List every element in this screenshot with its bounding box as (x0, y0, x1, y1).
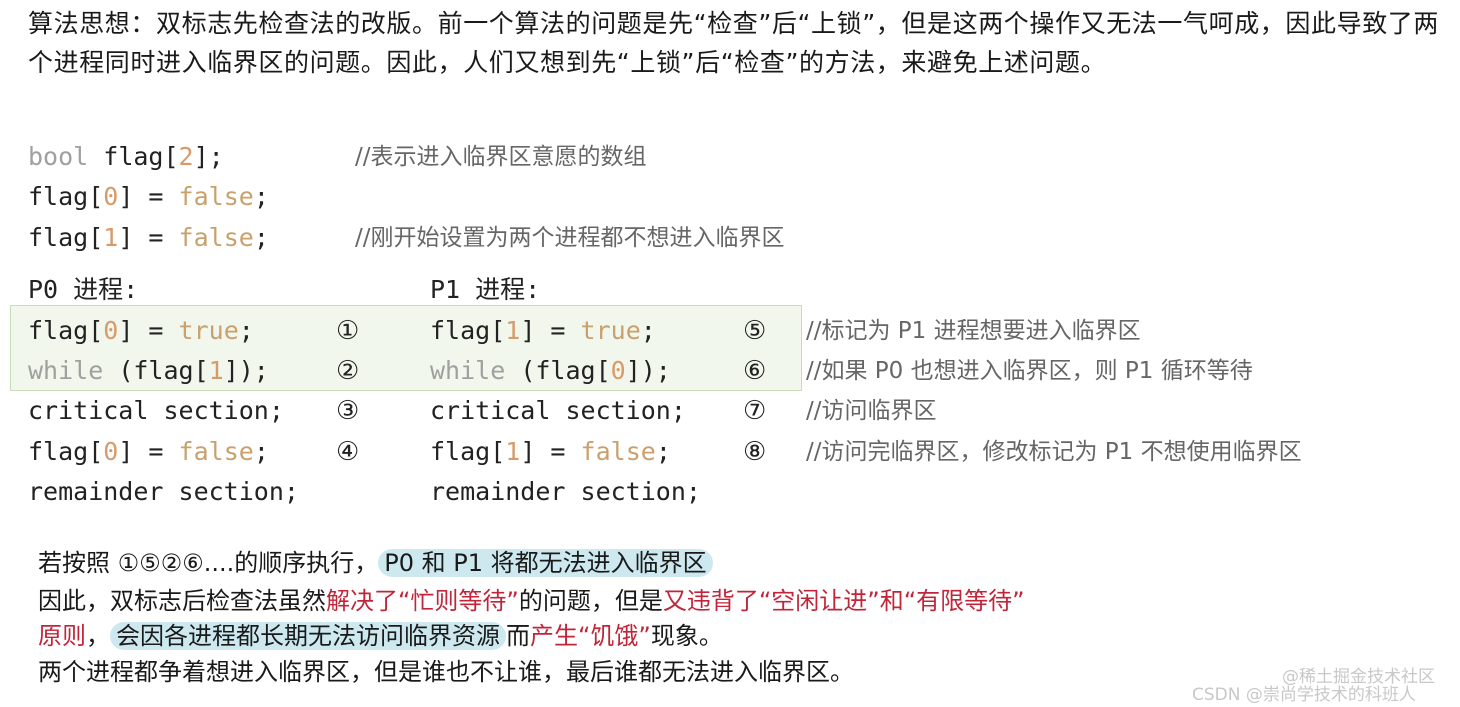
code-token: critical section; (28, 396, 284, 425)
watermark-juejin: @稀土掘金技术社区 (1282, 667, 1435, 687)
code-token: flag[ (430, 316, 506, 345)
highlight-box (10, 305, 802, 391)
step-number: ⑦ (743, 396, 767, 426)
code-token: 0 (103, 437, 119, 466)
code-line: flag[1] = false; (430, 437, 671, 467)
bottom-line-2: 因此，双标志后检查法虽然解决了“忙则等待”的问题，但是又违背了“空闲让进”和“有… (38, 584, 1025, 618)
code-token: while (430, 356, 506, 385)
code-token: (flag[ (505, 356, 611, 385)
code-token: flag[ (430, 437, 506, 466)
code-line: flag[0] = false; (28, 437, 269, 467)
text: 的问题，但是 (518, 587, 663, 615)
code-token: ] = (520, 437, 581, 466)
bottom-line-1: 若按照 ①⑤②⑥....的顺序执行，P0 和 P1 将都无法进入临界区 (38, 546, 713, 580)
code-token: flag[ (88, 142, 179, 171)
code-line: flag[1] = true; (430, 316, 656, 346)
code-token: ]); (223, 356, 269, 385)
code-token: false (178, 223, 254, 252)
code-line: remainder section; (28, 477, 299, 507)
code-token: 1 (208, 356, 224, 385)
code-line: flag[1] = false; (28, 223, 269, 253)
code-token: ] = (118, 182, 179, 211)
code-comment: //如果 P0 也想进入临界区，则 P1 循环等待 (806, 358, 1253, 384)
code-line: while (flag[0]); (430, 356, 671, 386)
code-token: flag[ (28, 316, 104, 345)
code-token: flag[ (28, 182, 104, 211)
code-token: false (178, 182, 254, 211)
bottom-line-3: 原则，会因各进程都长期无法访问临界资源而产生“饥饿”现象。 (38, 619, 723, 653)
code-comment: //表示进入临界区意愿的数组 (355, 144, 647, 170)
code-token: ; (655, 437, 671, 466)
code-token: while (28, 356, 104, 385)
text: 现象。 (650, 622, 723, 650)
code-line: flag[0] = true; (28, 316, 254, 346)
code-token: true (580, 316, 641, 345)
code-line: remainder section; (430, 477, 701, 507)
code-token: ; (253, 437, 269, 466)
code-token: ] = (118, 316, 179, 345)
code-line: flag[0] = false; (28, 182, 269, 212)
code-token: remainder section; (430, 477, 701, 506)
step-number: ④ (336, 437, 360, 467)
text: 因此，双标志后检查法虽然 (38, 587, 326, 615)
code-token: ; (253, 182, 269, 211)
code-token: 1 (505, 316, 521, 345)
code-comment: //标记为 P1 进程想要进入临界区 (806, 318, 1141, 344)
step-number: ③ (336, 396, 360, 426)
highlighted-text: 会因各进程都长期无法访问临界资源 (110, 622, 506, 650)
step-number: ⑤ (743, 316, 767, 346)
code-line: bool flag[2]; (28, 142, 224, 172)
step-number: ① (336, 316, 360, 346)
red-text: 原则 (38, 622, 86, 650)
text: 而 (506, 622, 530, 650)
code-token: 0 (103, 182, 119, 211)
code-token: bool (28, 142, 89, 171)
code-token: 2 (178, 142, 194, 171)
code-line: critical section; (430, 396, 686, 426)
code-token: false (580, 437, 656, 466)
highlighted-text: P0 和 P1 将都无法进入临界区 (378, 549, 713, 577)
code-token: flag[ (28, 437, 104, 466)
code-token: ] = (520, 316, 581, 345)
code-token: ]; (193, 142, 224, 171)
code-token: flag[ (28, 223, 104, 252)
intro-paragraph: 算法思想：双标志先检查法的改版。前一个算法的问题是先“检查”后“上锁”，但是这两… (28, 9, 1440, 77)
code-token: (flag[ (103, 356, 209, 385)
code-token: ] = (118, 437, 179, 466)
text: 若按照 ①⑤②⑥....的顺序执行， (38, 549, 379, 577)
code-token: ] = (118, 223, 179, 252)
code-token: ; (238, 316, 254, 345)
text: ， (86, 622, 110, 650)
bottom-line-4: 两个进程都争着想进入临界区，但是谁也不让谁，最后谁都无法进入临界区。 (38, 658, 854, 686)
code-token: ; (253, 223, 269, 252)
code-token: ]); (625, 356, 671, 385)
step-number: ⑧ (743, 437, 767, 467)
code-token: critical section; (430, 396, 686, 425)
watermark-csdn: CSDN @崇尚学技术的科班人 (1192, 685, 1416, 705)
code-comment: //刚开始设置为两个进程都不想进入临界区 (355, 225, 785, 251)
code-token: ; (640, 316, 656, 345)
p0-label: P0 进程: (28, 275, 139, 304)
code-comment: //访问临界区 (806, 398, 937, 424)
code-line: critical section; (28, 396, 284, 426)
red-text: 解决了“忙则等待” (326, 587, 519, 615)
red-text: 又违背了“空闲让进”和“有限等待” (662, 587, 1025, 615)
code-line: while (flag[1]); (28, 356, 269, 386)
code-token: remainder section; (28, 477, 299, 506)
code-token: 1 (103, 223, 119, 252)
code-token: false (178, 437, 254, 466)
p1-label: P1 进程: (430, 275, 541, 304)
code-token: true (178, 316, 239, 345)
step-number: ⑥ (743, 356, 767, 386)
code-token: 1 (505, 437, 521, 466)
code-token: 0 (103, 316, 119, 345)
code-comment: //访问完临界区，修改标记为 P1 不想使用临界区 (806, 439, 1302, 465)
code-token: 0 (610, 356, 626, 385)
step-number: ② (336, 356, 360, 386)
red-text: 产生“饥饿” (530, 622, 651, 650)
